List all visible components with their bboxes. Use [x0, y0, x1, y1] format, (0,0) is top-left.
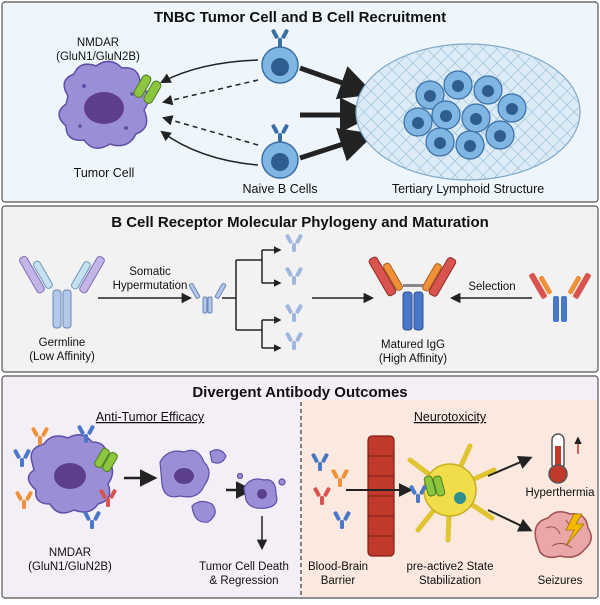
brain-icon [534, 511, 592, 559]
nmdar-outcome-sublabel: (GluN1/GluN2B) [28, 561, 112, 573]
hyperthermia-arrow [487, 455, 533, 477]
naive-b-cell-top [261, 28, 299, 84]
tls-label: Tertiary Lymphoid Structure [392, 182, 544, 196]
stabilization-label: Stabilization [419, 575, 481, 587]
nmdar-receptor [133, 74, 162, 104]
neurotoxicity-heading: Neurotoxicity [414, 410, 487, 424]
panel-outcomes-title: Divergent Antibody Outcomes [192, 384, 407, 401]
germline-affinity-label: (Low Affinity) [29, 351, 95, 363]
regression-label: & Regression [209, 575, 278, 587]
phylogeny-tree [222, 246, 282, 352]
matured-igg-antibody [368, 256, 457, 331]
somatic-label: Somatic [129, 266, 171, 278]
seizures-label: Seizures [538, 575, 583, 587]
bbb-label: Blood-Brain [308, 561, 368, 573]
anti-tumor-heading: Anti-Tumor Efficacy [96, 410, 205, 424]
tumor-cell [58, 60, 149, 149]
panel-phylogeny-title: B Cell Receptor Molecular Phylogeny and … [111, 214, 489, 231]
selected-antibody [529, 272, 591, 322]
bbb-sublabel: Barrier [321, 575, 356, 587]
nucleus [84, 92, 124, 124]
germline-label: Germline [39, 337, 86, 349]
thermometer-icon [548, 433, 582, 484]
tumor-death-label: Tumor Cell Death [199, 561, 289, 573]
intermediate-antibody [188, 283, 227, 314]
naive-b-cell-bottom [261, 123, 299, 179]
neuron [407, 443, 497, 543]
matured-affinity-label: (High Affinity) [379, 353, 447, 365]
matured-igg-label: Matured IgG [381, 339, 445, 351]
selection-label: Selection [468, 281, 515, 293]
nmdar-outcome-label: NMDAR [49, 547, 91, 559]
hypermutation-label: Hypermutation [113, 280, 188, 292]
nmdar-sublabel: (GluN1/GluN2B) [56, 51, 140, 63]
apoptotic-tumor-cell [236, 472, 286, 509]
preactive-state-label: pre-active2 State [407, 561, 494, 573]
naive-b-cells-label: Naive B Cells [242, 182, 317, 196]
nmdar-label: NMDAR [77, 37, 119, 49]
opsonized-tumor-cell [12, 424, 118, 529]
panel-recruitment: TNBC Tumor Cell and B Cell Recruitment N… [1, 1, 599, 203]
tumor-cell-label: Tumor Cell [74, 166, 135, 180]
tertiary-lymphoid-structure [355, 43, 581, 181]
germline-antibody [19, 255, 105, 329]
fragmenting-tumor-cell [159, 449, 227, 523]
panel-phylogeny: B Cell Receptor Molecular Phylogeny and … [1, 205, 599, 373]
panel-recruitment-title: TNBC Tumor Cell and B Cell Recruitment [154, 9, 446, 26]
seizures-arrow [487, 509, 533, 532]
panel-outcomes: Divergent Antibody Outcomes Anti-Tumor E… [1, 375, 599, 599]
hyperthermia-label: Hyperthermia [525, 487, 595, 499]
blood-brain-barrier [367, 435, 395, 557]
